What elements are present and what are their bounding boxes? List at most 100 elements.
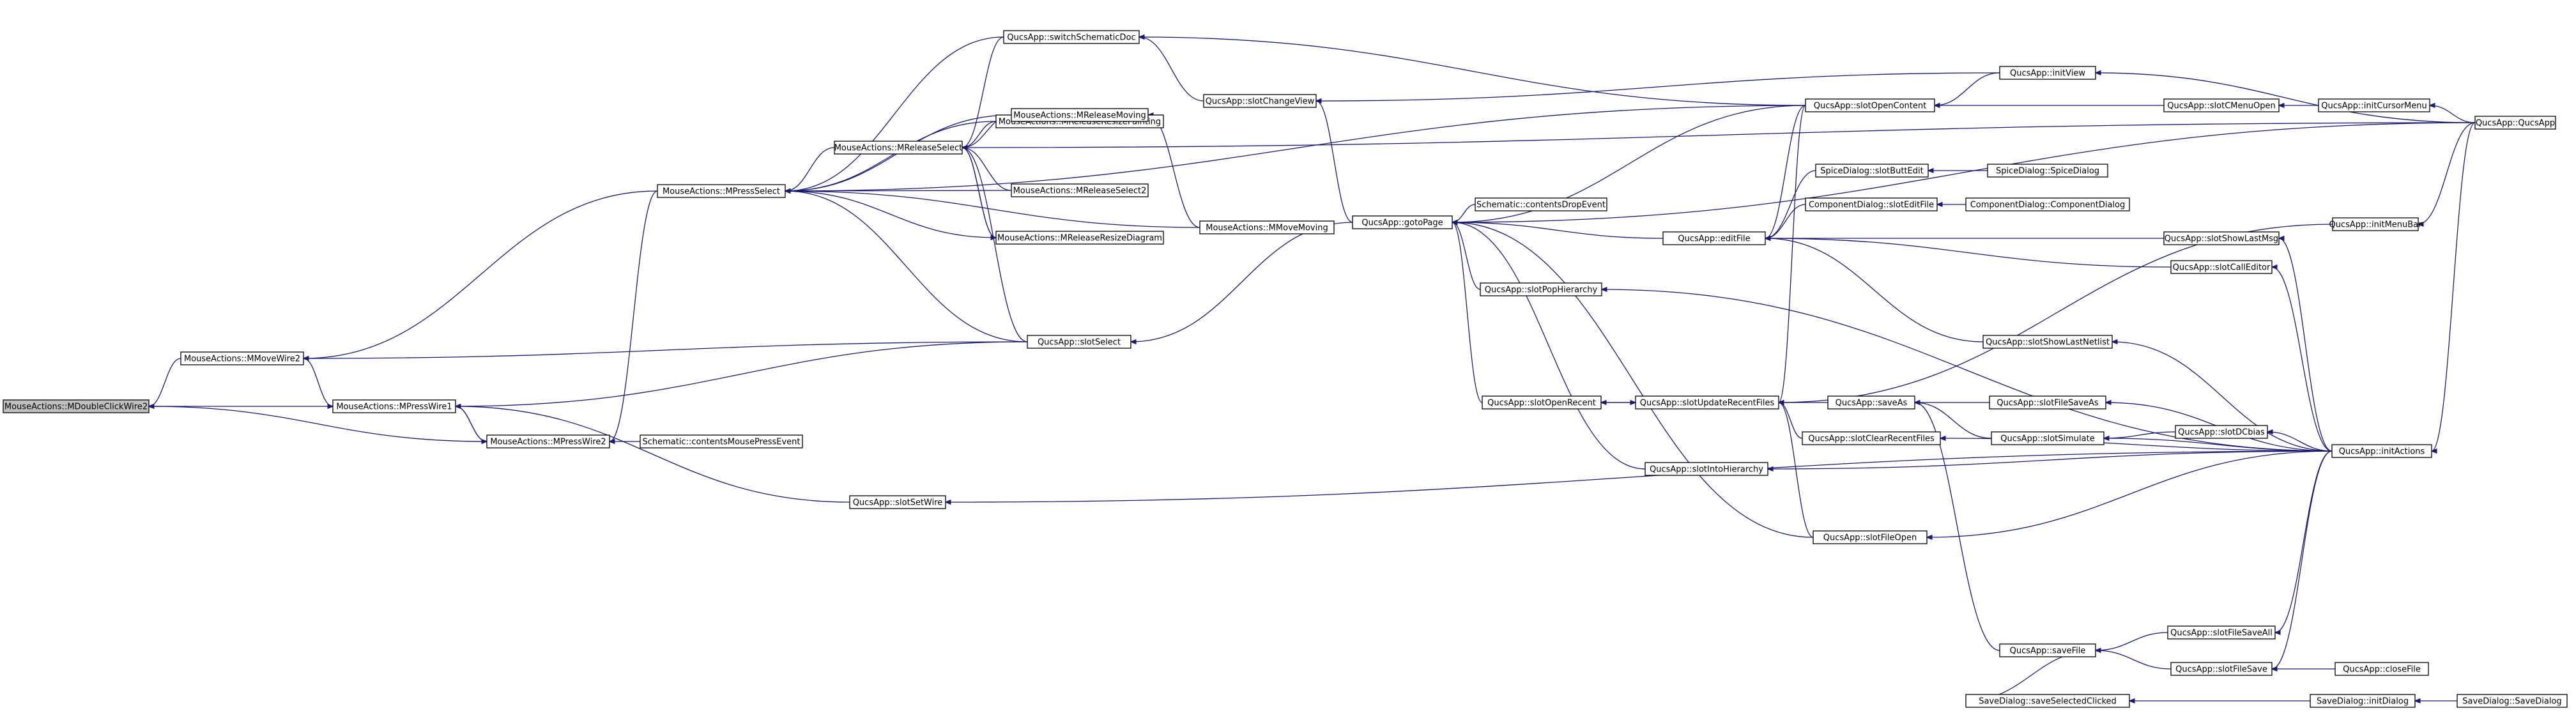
- edge-path: [1602, 289, 2333, 452]
- node-qucsapp-slotchangeview[interactable]: QucsApp::slotChangeView: [1203, 94, 1317, 108]
- edge-qucsapp-slotchangeview-to-qucsapp-switchschematicdoc: [1139, 37, 1204, 102]
- node-mouseactions-mreleaseresizediagram[interactable]: MouseActions::MReleaseResizeDiagram: [995, 231, 1164, 245]
- edge-qucsapp-slotopencontent-to-qucsapp-gotopage: [1452, 105, 1806, 222]
- node-qucsapp-slotfilesave[interactable]: QucsApp::slotFileSave: [2170, 662, 2273, 676]
- node-mouseactions-mmovemoving[interactable]: MouseActions::MMoveMoving: [1199, 220, 1335, 234]
- node-qucsapp-slotselect[interactable]: QucsApp::slotSelect: [1027, 335, 1131, 349]
- edge-qucsapp-gotopage-to-qucsapp-slotchangeview: [1316, 101, 1353, 223]
- edge-path: [1131, 222, 1353, 342]
- node-savedialog-initdialog[interactable]: SaveDialog::initDialog: [2310, 694, 2416, 708]
- node-spicedialog-spicedialog[interactable]: SpiceDialog::SpiceDialog: [1987, 164, 2108, 178]
- node-box: [1965, 197, 2130, 211]
- edge-mouseactions-mmovewire2-to-mouseactions-mpresswire1: [303, 358, 333, 406]
- node-box: [1482, 395, 1602, 410]
- edge-path: [1779, 402, 1814, 538]
- edge-mouseactions-mreleaseresizepainting-to-mouseactions-mreleaseselect: [962, 121, 997, 148]
- node-componentdialog-componentdialog[interactable]: ComponentDialog::ComponentDialog: [1965, 197, 2130, 211]
- node-mouseactions-mpresswire1[interactable]: MouseActions::MPressWire1: [332, 399, 456, 413]
- node-qucsapp-slotupdaterecentfiles[interactable]: QucsApp::slotUpdateRecentFiles: [1635, 395, 1779, 410]
- edge-mouseactions-mmovemoving-to-mouseactions-mreleasemoving: [1148, 115, 1200, 228]
- node-mouseactions-mdoubleclickwire2[interactable]: MouseActions::MDoubleClickWire2: [3, 399, 150, 413]
- edge-path: [455, 406, 487, 441]
- node-label: QucsApp::initCursorMenu: [2321, 102, 2427, 111]
- node-qucsapp-initview[interactable]: QucsApp::initView: [1999, 66, 2096, 80]
- node-componentdialog-sloteditfile[interactable]: ComponentDialog::slotEditFile: [1805, 197, 1938, 211]
- node-label: MouseActions::MReleaseMoving: [1013, 111, 1146, 121]
- node-qucsapp-slotshowlastnetlist[interactable]: QucsApp::slotShowLastNetlist: [1982, 335, 2113, 349]
- edge-path: [962, 121, 997, 148]
- edge-path: [303, 341, 1028, 358]
- edge-qucsapp-slotpophierarchy-to-qucsapp-gotopage: [1452, 222, 1481, 290]
- node-label: QucsApp::slotSelect: [1038, 338, 1121, 348]
- node-qucsapp-slotcmenuopen[interactable]: QucsApp::slotCMenuOpen: [2163, 98, 2280, 112]
- edge-path: [1778, 105, 1806, 402]
- node-label: MouseActions::MPressWire1: [336, 402, 452, 412]
- node-qucsapp-slotclearrecentfiles[interactable]: QucsApp::slotClearRecentFiles: [1802, 431, 1941, 445]
- node-label: Schematic::contentsDropEvent: [1476, 201, 1606, 210]
- node-label: QucsApp::saveAs: [1836, 399, 1908, 408]
- node-qucsapp-slotfileopen[interactable]: QucsApp::slotFileOpen: [1813, 530, 1928, 544]
- node-qucsapp-slotfilesaveall[interactable]: QucsApp::slotFileSaveAll: [2167, 625, 2276, 640]
- node-box: [1999, 66, 2096, 80]
- node-qucsapp-switchschematicdoc[interactable]: QucsApp::switchSchematicDoc: [1003, 30, 1140, 44]
- node-qucsapp-gotopage[interactable]: QucsApp::gotoPage: [1352, 215, 1453, 229]
- edge-mouseactions-mmovemoving-to-mouseactions-mpressselect: [785, 191, 1200, 228]
- node-savedialog-savedialog[interactable]: SaveDialog::SaveDialog: [2457, 694, 2568, 708]
- edge-path: [1316, 101, 1353, 223]
- node-schematic-contentsdropevent[interactable]: Schematic::contentsDropEvent: [1475, 197, 1607, 211]
- node-qucsapp-initcursormenu[interactable]: QucsApp::initCursorMenu: [2318, 98, 2430, 112]
- node-qucsapp-saveas[interactable]: QucsApp::saveAs: [1827, 395, 1915, 410]
- edge-qucsapp-switchschematicdoc-to-mouseactions-mpressselect: [785, 36, 1004, 191]
- node-spicedialog-slotbuttedit[interactable]: SpiceDialog::slotButtEdit: [1815, 164, 1929, 178]
- node-qucsapp-initactions[interactable]: QucsApp::initActions: [2331, 444, 2432, 458]
- node-mouseactions-mreleaseselect[interactable]: MouseActions::MReleaseSelect: [834, 141, 963, 155]
- node-qucsapp-slotopenrecent[interactable]: QucsApp::slotOpenRecent: [1482, 395, 1602, 410]
- node-qucsapp-slotpophierarchy[interactable]: QucsApp::slotPopHierarchy: [1480, 282, 1602, 296]
- node-qucsapp-slotsetwire[interactable]: QucsApp::slotSetWire: [849, 495, 946, 509]
- node-label: QucsApp::QucsApp: [2476, 119, 2555, 128]
- edge-qucsapp-initactions-to-qucsapp-slotfilesaveall: [2275, 450, 2333, 632]
- node-qucsapp-closefile[interactable]: QucsApp::closeFile: [2334, 662, 2429, 676]
- node-qucsapp-slotopencontent[interactable]: QucsApp::slotOpenContent: [1805, 98, 1935, 112]
- node-savedialog-saveselectedclicked[interactable]: SaveDialog::saveSelectedClicked: [1965, 694, 2130, 708]
- node-box: [1203, 94, 1317, 108]
- node-label: MouseActions::MMoveWire2: [184, 355, 300, 364]
- edge-path: [2096, 632, 2168, 650]
- node-qucsapp-slotintohierarchy[interactable]: QucsApp::slotIntoHierarchy: [1644, 462, 1768, 476]
- node-label: QucsApp::slotPopHierarchy: [1485, 286, 1598, 295]
- node-qucsapp-slotfilesaveas[interactable]: QucsApp::slotFileSaveAs: [1989, 395, 2106, 410]
- node-box: [1003, 30, 1140, 44]
- node-label: SaveDialog::initDialog: [2317, 697, 2409, 707]
- node-qucsapp-initmenubar[interactable]: QucsApp::initMenuBar: [2329, 217, 2422, 231]
- edge-qucsapp-slotopenrecent-to-qucsapp-gotopage: [1452, 222, 1483, 403]
- edge-path: [1316, 72, 2000, 101]
- node-qucsapp-editfile[interactable]: QucsApp::editFile: [1662, 231, 1766, 245]
- node-label: MouseActions::MReleaseSelect2: [1013, 187, 1147, 196]
- node-qucsapp-slotcalleditor[interactable]: QucsApp::slotCallEditor: [2170, 260, 2273, 274]
- node-qucsapp-slotsimulate[interactable]: QucsApp::slotSimulate: [1991, 431, 2104, 445]
- node-mouseactions-mpressselect[interactable]: MouseActions::MPressSelect: [657, 184, 786, 198]
- node-box: [180, 351, 304, 365]
- node-mouseactions-mreleasemoving[interactable]: MouseActions::MReleaseMoving: [1011, 108, 1149, 122]
- node-qucsapp-qucsapp[interactable]: QucsApp::QucsApp: [2474, 116, 2556, 130]
- node-label: QucsApp::slotCMenuOpen: [2167, 102, 2275, 111]
- node-mouseactions-mmovewire2[interactable]: MouseActions::MMoveWire2: [180, 351, 304, 365]
- node-box: [1965, 694, 2130, 708]
- node-qucsapp-slotdcbias[interactable]: QucsApp::slotDCbias: [2175, 425, 2268, 439]
- edge-path: [303, 358, 333, 406]
- node-label: MouseActions::MMoveMoving: [1206, 224, 1328, 233]
- edge-path: [149, 358, 181, 406]
- node-label: SpiceDialog::SpiceDialog: [1996, 167, 2099, 176]
- node-schematic-contentsmousepressevent[interactable]: Schematic::contentsMousePressEvent: [640, 434, 803, 448]
- node-label: MouseActions::MDoubleClickWire2: [4, 402, 148, 412]
- node-qucsapp-savefile[interactable]: QucsApp::saveFile: [1999, 643, 2096, 657]
- node-mouseactions-mpresswire2[interactable]: MouseActions::MPressWire2: [486, 434, 610, 448]
- node-label: Schematic::contentsMousePressEvent: [642, 438, 800, 447]
- edge-path: [1935, 72, 2000, 105]
- node-qucsapp-slotshowlastmsg[interactable]: QucsApp::slotShowLastMsg: [2163, 231, 2280, 245]
- node-box: [849, 495, 946, 509]
- edge-path: [1139, 37, 1806, 106]
- node-box: [332, 399, 456, 413]
- node-mouseactions-mreleaseselect2[interactable]: MouseActions::MReleaseSelect2: [1011, 183, 1149, 197]
